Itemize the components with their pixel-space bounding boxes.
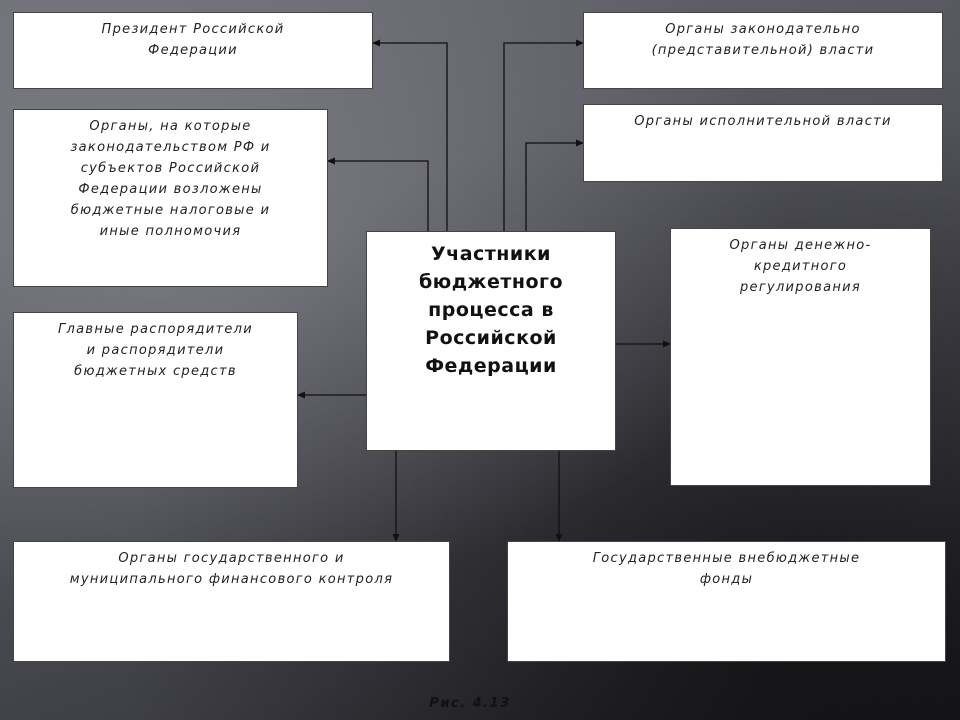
arrow-to-executive bbox=[525, 139, 584, 232]
arrow-to-legislative bbox=[503, 39, 584, 232]
tax-authorities-label: Органы, на которые законодательством РФ … bbox=[70, 119, 271, 239]
monetary-box: Органы денежно- кредитного регулирования bbox=[670, 228, 931, 486]
tax-authorities-box: Органы, на которые законодательством РФ … bbox=[13, 109, 328, 287]
executive-box: Органы исполнительной власти bbox=[583, 104, 943, 182]
legislative-label: Органы законодательно (представительной)… bbox=[651, 22, 875, 58]
arrow-to-tax-authorities bbox=[327, 157, 429, 232]
managers-box: Главные распорядители и распорядители бю… bbox=[13, 312, 298, 488]
extrabudgetary-funds-label: Государственные внебюджетные фонды bbox=[592, 551, 861, 587]
center-box: Участники бюджетного процесса в Российск… bbox=[366, 231, 616, 451]
president-box: Президент Российской Федерации bbox=[13, 12, 373, 89]
financial-control-box: Органы государственного и муниципального… bbox=[13, 541, 450, 662]
legislative-box: Органы законодательно (представительной)… bbox=[583, 12, 943, 89]
monetary-label: Органы денежно- кредитного регулирования bbox=[729, 238, 872, 295]
managers-label: Главные распорядители и распорядители бю… bbox=[57, 322, 254, 379]
figure-caption: Рис. 4.13 bbox=[429, 696, 511, 711]
executive-label: Органы исполнительной власти bbox=[634, 114, 892, 129]
center-label: Участники бюджетного процесса в Российск… bbox=[418, 243, 564, 377]
president-label: Президент Российской Федерации bbox=[101, 22, 285, 58]
extrabudgetary-funds-box: Государственные внебюджетные фонды bbox=[507, 541, 946, 662]
financial-control-label: Органы государственного и муниципального… bbox=[69, 551, 394, 587]
arrow-to-president bbox=[372, 39, 448, 232]
